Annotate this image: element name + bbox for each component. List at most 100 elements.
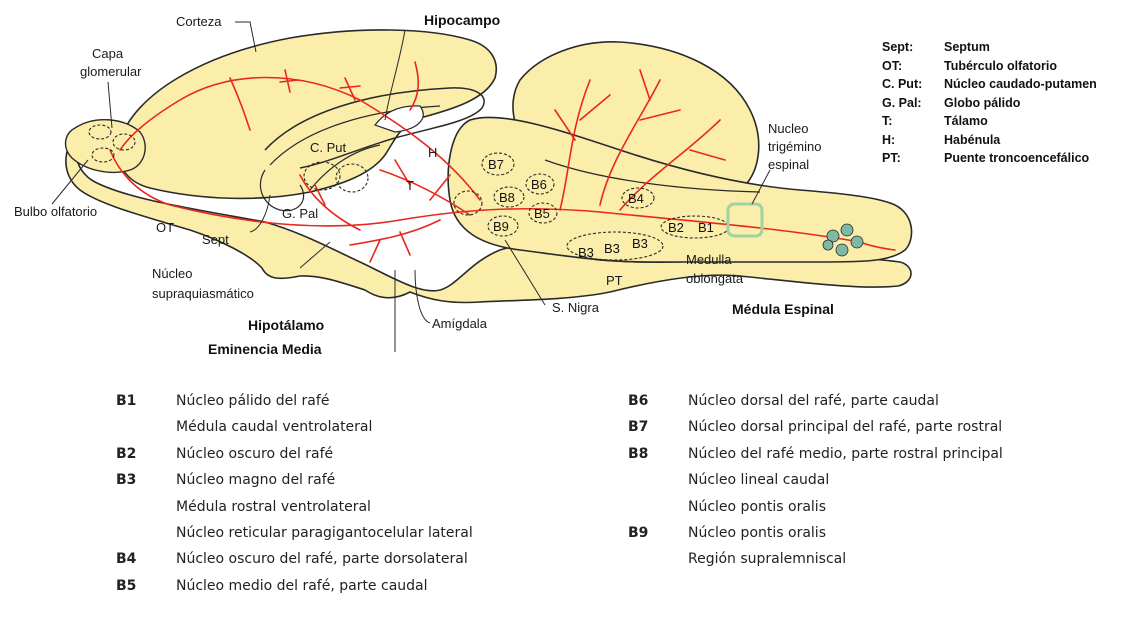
nucleus-b4: B4 — [628, 191, 644, 206]
nucleus-b2: B2 — [668, 220, 684, 235]
spinal-cell-2 — [841, 224, 853, 236]
legend-desc: Núcleo pálido del rafé — [176, 388, 329, 414]
abbr-value: Puente troncoencefálico — [944, 149, 1089, 168]
legend-desc: Núcleo magno del rafé — [176, 467, 335, 493]
legend-desc: Médula rostral ventrolateral — [176, 494, 371, 520]
legend-code — [116, 520, 176, 546]
abbr-key: PT: — [882, 149, 944, 168]
abbr-value: Habénula — [944, 131, 1000, 150]
abbr-row: PT:Puente troncoencefálico — [882, 149, 1097, 168]
legend-code: B5 — [116, 573, 176, 599]
abbr-value: Núcleo caudado-putamen — [944, 75, 1097, 94]
nucleus-b6: B6 — [531, 177, 547, 192]
abbr-value: Septum — [944, 38, 990, 57]
label-trigemino-1: Nucleo — [768, 121, 808, 136]
label-medulla-2: oblongata — [686, 271, 744, 286]
label-supraq-2: supraquiasmático — [152, 286, 254, 301]
abbr-key: T: — [882, 112, 944, 131]
legend-row: Núcleo reticular paragigantocelular late… — [116, 520, 473, 546]
legend-code — [628, 467, 688, 493]
legend-desc: Núcleo del rafé medio, parte rostral pri… — [688, 441, 1003, 467]
legend-row: B2Núcleo oscuro del rafé — [116, 441, 473, 467]
label-sept: Sept — [202, 232, 229, 247]
abbr-value: Tálamo — [944, 112, 988, 131]
abbr-row: H:Habénula — [882, 131, 1097, 150]
nucleus-b8: B8 — [499, 190, 515, 205]
label-hipocampo: Hipocampo — [424, 12, 500, 28]
legend-desc: Región supralemniscal — [688, 546, 846, 572]
abbr-key: H: — [882, 131, 944, 150]
legend-right: B6Núcleo dorsal del rafé, parte caudal B… — [628, 388, 1003, 573]
nucleus-b3-2: B3 — [604, 241, 620, 256]
legend-row: Región supralemniscal — [628, 546, 1003, 572]
legend-row: B4Núcleo oscuro del rafé, parte dorsolat… — [116, 546, 473, 572]
nucleus-b3-3: B3 — [632, 236, 648, 251]
legend-row: Médula rostral ventrolateral — [116, 494, 473, 520]
legend-code — [116, 414, 176, 440]
label-supraq-1: Núcleo — [152, 266, 192, 281]
legend-code: B8 — [628, 441, 688, 467]
legend-row: Núcleo pontis oralis — [628, 494, 1003, 520]
abbr-key: Sept: — [882, 38, 944, 57]
label-trigemino-2: trigémino — [768, 139, 821, 154]
label-trigemino-3: espinal — [768, 157, 809, 172]
hypothalamic-pathway — [350, 220, 440, 262]
legend-code — [628, 546, 688, 572]
legend-desc: Núcleo lineal caudal — [688, 467, 829, 493]
label-amigdala: Amígdala — [432, 316, 488, 331]
legend-row: B8Núcleo del rafé medio, parte rostral p… — [628, 441, 1003, 467]
legend-row: B3Núcleo magno del rafé — [116, 467, 473, 493]
label-ot: OT — [156, 220, 174, 235]
abbr-row: T:Tálamo — [882, 112, 1097, 131]
label-h: H — [428, 145, 437, 160]
abbr-value: Tubérculo olfatorio — [944, 57, 1057, 76]
legend-row: B6Núcleo dorsal del rafé, parte caudal — [628, 388, 1003, 414]
label-capa-1: Capa — [92, 46, 124, 61]
legend-code: B7 — [628, 414, 688, 440]
abbr-row: OT:Tubérculo olfatorio — [882, 57, 1097, 76]
label-medula-espinal: Médula Espinal — [732, 301, 834, 317]
abbr-row: C. Put:Núcleo caudado-putamen — [882, 75, 1097, 94]
label-s-nigra: S. Nigra — [552, 300, 600, 315]
legend-code: B9 — [628, 520, 688, 546]
legend-row: Núcleo lineal caudal — [628, 467, 1003, 493]
nucleus-b7: B7 — [488, 157, 504, 172]
legend-desc: Núcleo dorsal principal del rafé, parte … — [688, 414, 1002, 440]
legend-code: B2 — [116, 441, 176, 467]
spinal-cell-4 — [836, 244, 848, 256]
label-pt: PT — [606, 273, 623, 288]
label-c-put: C. Put — [310, 140, 347, 155]
legend-desc: Núcleo oscuro del rafé, parte dorsolater… — [176, 546, 468, 572]
legend-desc: Núcleo dorsal del rafé, parte caudal — [688, 388, 939, 414]
nucleus-b3-1: B3 — [578, 245, 594, 260]
legend-code — [116, 494, 176, 520]
label-g-pal: G. Pal — [282, 206, 318, 221]
legend-row: B5Núcleo medio del rafé, parte caudal — [116, 573, 473, 599]
abbr-key: G. Pal: — [882, 94, 944, 113]
abbreviation-key: Sept:Septum OT:Tubérculo olfatorio C. Pu… — [882, 38, 1097, 168]
spinal-cell-3 — [851, 236, 863, 248]
abbr-row: Sept:Septum — [882, 38, 1097, 57]
legend-row: B7Núcleo dorsal principal del rafé, part… — [628, 414, 1003, 440]
label-eminencia-media: Eminencia Media — [208, 341, 322, 357]
label-t: T — [406, 178, 414, 193]
legend-row: B1Núcleo pálido del rafé — [116, 388, 473, 414]
legend-desc: Núcleo pontis oralis — [688, 494, 826, 520]
legend-row: B9Núcleo pontis oralis — [628, 520, 1003, 546]
abbr-key: OT: — [882, 57, 944, 76]
legend-code: B3 — [116, 467, 176, 493]
legend-code — [628, 494, 688, 520]
nucleus-b1: B1 — [698, 220, 714, 235]
legend-desc: Núcleo medio del rafé, parte caudal — [176, 573, 428, 599]
cortex-shape — [118, 30, 497, 198]
spinal-cell-5 — [823, 240, 833, 250]
legend-row: Médula caudal ventrolateral — [116, 414, 473, 440]
legend-desc: Núcleo pontis oralis — [688, 520, 826, 546]
legend-code: B1 — [116, 388, 176, 414]
abbr-value: Globo pálido — [944, 94, 1020, 113]
label-medulla-1: Medulla — [686, 252, 732, 267]
legend-desc: Núcleo oscuro del rafé — [176, 441, 333, 467]
nucleus-b9: B9 — [493, 219, 509, 234]
nucleus-b5: B5 — [534, 206, 550, 221]
legend-left: B1Núcleo pálido del rafé Médula caudal v… — [116, 388, 473, 599]
